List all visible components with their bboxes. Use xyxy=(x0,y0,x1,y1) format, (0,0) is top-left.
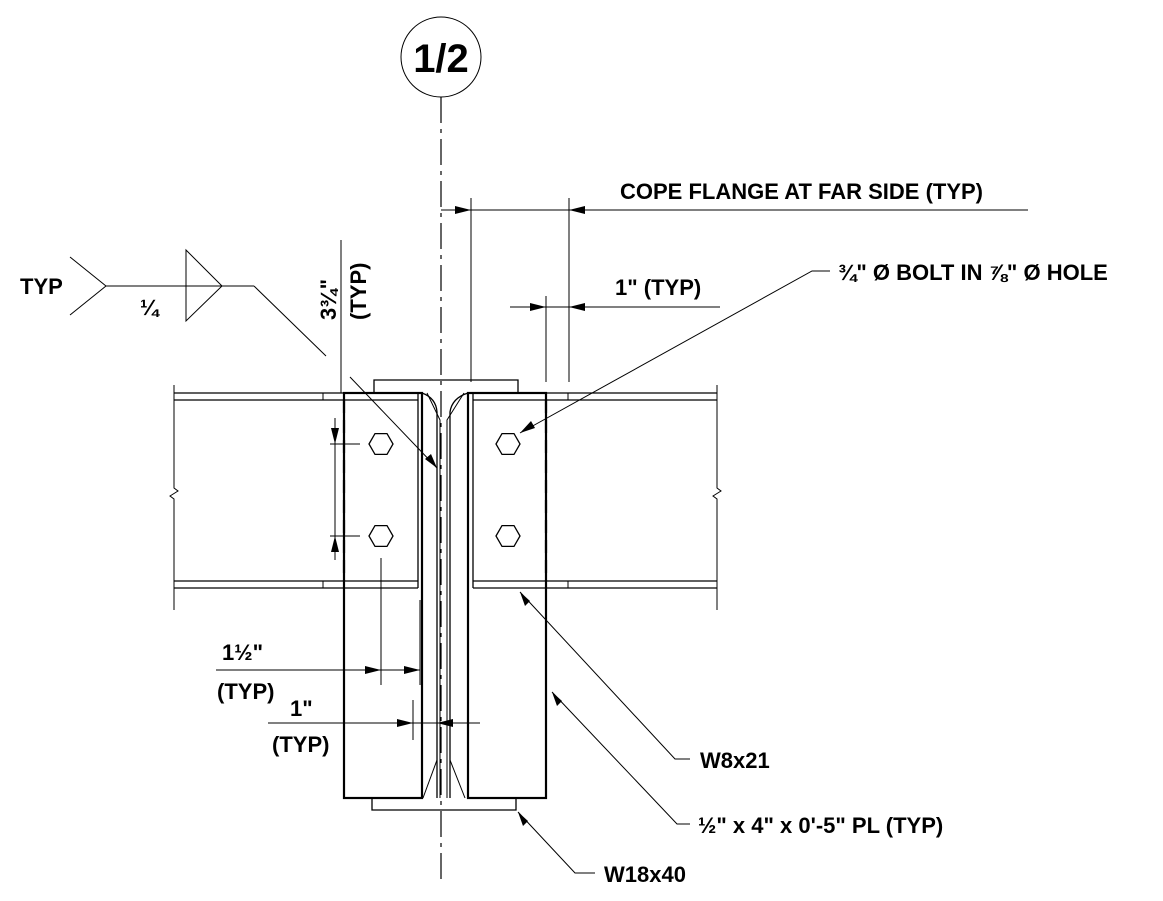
bolt-icon xyxy=(495,524,521,548)
bolt-icon xyxy=(368,524,394,548)
beam-callout: W8x21 xyxy=(519,591,770,773)
girder-web xyxy=(421,392,469,799)
weld-typ-label: TYP xyxy=(20,274,63,299)
beam-label: W8x21 xyxy=(700,748,770,773)
bolt-callout: ¾" Ø BOLT IN ⅞" Ø HOLE xyxy=(519,260,1108,434)
gage-dimension: 1½" (TYP) xyxy=(216,558,421,704)
cope-dimension: COPE FLANGE AT FAR SIDE (TYP) xyxy=(441,179,1028,382)
gap-typ-label: (TYP) xyxy=(272,732,329,757)
bolt-spacing-dimension xyxy=(330,418,360,560)
girder-label: W18x40 xyxy=(604,862,686,887)
gage-typ-label: (TYP) xyxy=(217,679,274,704)
bolt-label: ¾" Ø BOLT IN ⅞" Ø HOLE xyxy=(838,260,1108,285)
weld-size-label: ¼ xyxy=(140,295,160,320)
right-beam xyxy=(472,385,722,610)
cope-flange-label: COPE FLANGE AT FAR SIDE (TYP) xyxy=(620,179,983,204)
grid-bubble: 1/2 xyxy=(400,16,482,98)
gap-dimension: 1" (TYP) xyxy=(268,696,480,757)
gage-dimension-label: 1½" xyxy=(222,640,263,665)
weld-leader-line xyxy=(349,376,438,469)
weld-symbol: TYP ¼ xyxy=(20,248,327,357)
vertical-typ-label: (TYP) xyxy=(346,263,371,320)
edge-distance-label: 1" (TYP) xyxy=(615,275,701,300)
plate-label: ½" x 4" x 0'-5" PL (TYP) xyxy=(698,813,943,838)
girder-flanges xyxy=(371,379,519,811)
gap-dimension-label: 1" xyxy=(290,696,313,721)
girder-callout: W18x40 xyxy=(517,811,686,887)
bolt-icon xyxy=(368,432,394,456)
plate-callout: ½" x 4" x 0'-5" PL (TYP) xyxy=(551,691,943,838)
vertical-dimension-label: 3¾" xyxy=(316,279,341,320)
edge-dimension-top: 1" (TYP) xyxy=(510,275,720,382)
grid-bubble-label: 1/2 xyxy=(413,37,469,81)
bolt-icon xyxy=(495,432,521,456)
bolts xyxy=(368,432,521,548)
left-beam xyxy=(169,385,419,610)
